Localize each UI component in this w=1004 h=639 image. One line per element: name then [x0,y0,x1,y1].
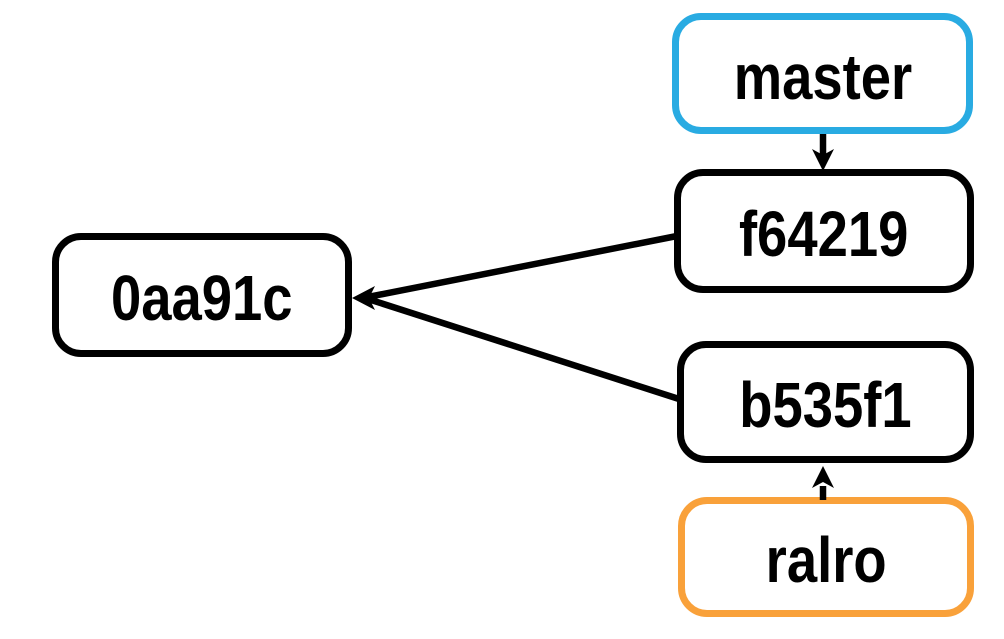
node-ralro-label: ralro [765,524,887,596]
node-b535f1[interactable]: b535f1 [677,341,974,463]
node-ralro[interactable]: ralro [678,497,974,617]
arrow-f64219-to-0aa91c [367,232,678,301]
arrow-b535f1-to-0aa91c [367,295,680,403]
arrow-master-to-f64219 [812,134,834,171]
arrowhead-into-0aa91c [352,286,375,310]
node-f64219[interactable]: f64219 [674,169,974,293]
arrow-ralro-to-b535f1 [812,466,834,500]
node-f64219-label: f64219 [739,198,909,270]
node-b535f1-label: b535f1 [739,369,912,441]
node-0aa91c[interactable]: 0aa91c [52,233,352,357]
node-master-label: master [733,40,912,113]
node-master[interactable]: master [672,13,973,134]
node-0aa91c-label: 0aa91c [111,262,293,334]
